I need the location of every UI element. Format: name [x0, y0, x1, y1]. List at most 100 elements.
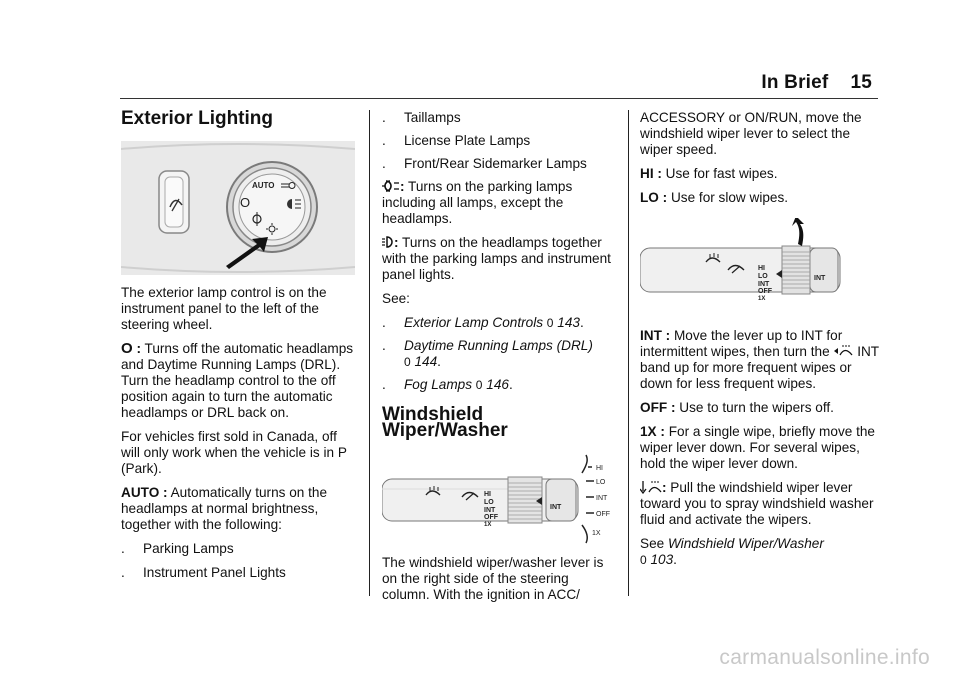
- paragraph: : Turns on the parking lamps including a…: [382, 179, 614, 227]
- page-number: 15: [850, 72, 872, 93]
- paragraph: OFF : Use to turn the wipers off.: [640, 400, 880, 416]
- lo-text: Use for slow wipes.: [667, 190, 789, 205]
- int-band-label: INT: [814, 275, 826, 282]
- off-position-label: OFF: [484, 514, 499, 521]
- cross-reference-item: .Exterior Lamp Controls 0 143.: [382, 315, 584, 330]
- headlamp-on-icon: [287, 199, 301, 209]
- one-x-position-label: 1X: [484, 522, 491, 528]
- up-arrow-icon: [792, 218, 804, 246]
- column-divider: [369, 110, 370, 596]
- lo-position-label: LO: [758, 273, 768, 280]
- power-off-icon: O: [240, 195, 250, 210]
- paragraph: : Pull the windshield wiper lever toward…: [639, 480, 880, 528]
- hi-position-label: HI: [758, 265, 765, 272]
- auto-text: Automatically turns on the headlamps at …: [121, 485, 328, 532]
- paragraph: ACCESSORY or ON/RUN, move the windshield…: [640, 110, 862, 157]
- page-reference-link[interactable]: 144: [414, 354, 438, 369]
- one-x-text: For a single wipe, briefly move the wipe…: [640, 424, 875, 471]
- page-reference-link[interactable]: 103: [650, 552, 674, 567]
- washer-icon: [705, 253, 721, 263]
- auto-label: AUTO: [252, 181, 275, 190]
- one-x-marker: 1X: [592, 530, 601, 537]
- one-x-label: 1X :: [640, 424, 665, 439]
- off-marker: OFF: [596, 511, 610, 518]
- cross-reference-link[interactable]: Daytime Running Lamps (DRL): [404, 338, 593, 353]
- headlamp-label: :: [394, 235, 399, 250]
- see-label: See:: [382, 291, 410, 306]
- wiper-lever-illustration: HI LO INT OFF 1X INT HI LO INT OFF 1X: [382, 454, 610, 544]
- list-item: .Front/Rear Sidemarker Lamps: [382, 156, 587, 171]
- column-1: Exterior Lighting AUTO O: [120, 108, 357, 581]
- wiper-icon: [461, 491, 479, 501]
- int-text-a: Move the lever up to INT for intermitten…: [640, 328, 843, 359]
- page-header: In Brief 15: [761, 72, 872, 94]
- off-label: :: [132, 341, 141, 356]
- paragraph: For vehicles first sold in Canada, off w…: [121, 429, 347, 476]
- hi-text: Use for fast wipes.: [661, 166, 778, 181]
- int-marker: INT: [596, 495, 608, 502]
- headlamp-switch-figure: AUTO O: [120, 141, 356, 275]
- hi-marker: HI: [596, 465, 603, 472]
- column-3: ACCESSORY or ON/RUN, move the windshield…: [639, 110, 880, 576]
- off-text: Turns off the automatic headlamps and Da…: [121, 341, 354, 420]
- parking-label: :: [400, 179, 405, 194]
- hi-label: HI :: [640, 166, 662, 181]
- off-text: Use to turn the wipers off.: [675, 400, 834, 415]
- cross-reference-link[interactable]: Windshield Wiper/Washer: [667, 536, 824, 551]
- auto-label: AUTO :: [121, 485, 168, 500]
- column-divider: [628, 110, 629, 596]
- parking-lamp-icon: [382, 180, 399, 192]
- parking-text: Turns on the parking lamps including all…: [382, 179, 573, 226]
- page-reference-link[interactable]: 146: [486, 377, 509, 392]
- paragraph: O : Turns off the automatic headlamps an…: [121, 341, 357, 421]
- int-position-label: INT: [484, 507, 496, 514]
- wiper-icon: [727, 264, 745, 274]
- lever-positions-arrows: [581, 454, 594, 544]
- washer-text: Pull the windshield wiper lever toward y…: [640, 480, 874, 527]
- list-item: .Parking Lamps: [121, 541, 234, 556]
- lo-position-label: LO: [484, 499, 494, 506]
- paragraph: INT : Move the lever up to INT for inter…: [640, 328, 880, 392]
- page-reference-link[interactable]: 143: [557, 315, 580, 330]
- paragraph: 1X : For a single wipe, briefly move the…: [640, 424, 880, 472]
- cross-reference-link[interactable]: Fog Lamps: [404, 377, 473, 392]
- cross-reference-item: .Daytime Running Lamps (DRL)0 144.: [382, 338, 593, 369]
- one-x-position-label: 1X: [758, 296, 765, 302]
- paragraph: : Turns on the headlamps together with t…: [382, 235, 614, 283]
- headlamp-control-illustration: AUTO O: [120, 141, 356, 275]
- wiper-lever-detail-illustration: HI LO INT OFF 1X INT: [640, 218, 841, 302]
- lo-label: LO :: [640, 190, 668, 205]
- dash-light-icon: [266, 223, 278, 235]
- cross-reference-link[interactable]: Exterior Lamp Controls: [404, 315, 544, 330]
- parking-lamp-icon: [281, 182, 296, 189]
- paragraph: LO : Use for slow wipes.: [640, 190, 880, 206]
- washer-label: :: [662, 480, 667, 495]
- paragraph: The windshield wiper/washer lever is on …: [382, 555, 604, 602]
- pointer-arrow-icon: [226, 237, 268, 269]
- lo-marker: LO: [596, 479, 606, 486]
- fog-lamp-icon: [252, 212, 262, 226]
- power-off-symbol: O: [121, 340, 133, 357]
- washer-pull-icon: [639, 481, 662, 495]
- list-item: .Taillamps: [382, 110, 461, 125]
- section-title: In Brief: [761, 72, 829, 93]
- int-text-b: INT band up for more frequent wipes or d…: [640, 344, 879, 391]
- int-band-label: INT: [550, 504, 562, 511]
- column-2: .Taillamps .License Plate Lamps .Front/R…: [382, 110, 614, 611]
- headlamp-text: Turns on the headlamps together with the…: [382, 235, 611, 282]
- int-position-label: INT: [758, 281, 770, 288]
- off-label: OFF :: [640, 400, 676, 415]
- cross-reference-item: .Fog Lamps 0 146.: [382, 377, 513, 392]
- header-rule: [120, 98, 878, 99]
- paragraph: HI : Use for fast wipes.: [640, 166, 880, 182]
- int-label: INT :: [640, 328, 671, 343]
- instrument-light-icon: [169, 198, 183, 212]
- section-heading-exterior-lighting: Exterior Lighting: [121, 108, 273, 129]
- list-item: .Instrument Panel Lights: [121, 565, 286, 580]
- watermark: carmanualsonline.info: [719, 646, 930, 669]
- paragraph: The exterior lamp control is on the inst…: [121, 285, 327, 332]
- headlamp-icon: [382, 236, 393, 248]
- list-item: .License Plate Lamps: [382, 133, 531, 148]
- paragraph: AUTO : Automatically turns on the headla…: [121, 485, 357, 533]
